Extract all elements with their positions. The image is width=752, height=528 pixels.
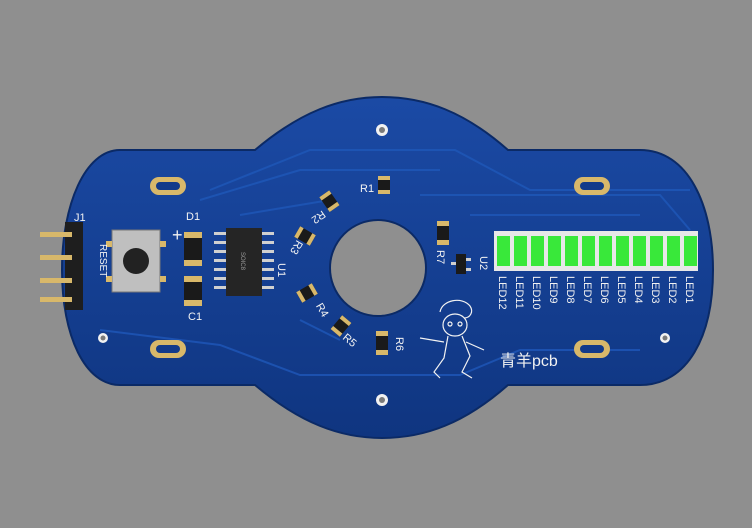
brand-text: 青羊pcb: [500, 352, 558, 370]
ic-marking: SOIC8: [239, 252, 245, 271]
label-d1: D1: [186, 211, 200, 223]
label-led11: LED11: [513, 276, 525, 309]
label-r6: R6: [393, 337, 405, 351]
regulator-u2[interactable]: U2: [451, 254, 489, 274]
capacitor-c1[interactable]: C1: [184, 276, 202, 323]
label-led12: LED12: [496, 276, 508, 310]
resistor-r6[interactable]: R6: [376, 331, 405, 355]
resistor-r4[interactable]: [296, 283, 318, 303]
led-7[interactable]: [582, 236, 595, 266]
label-led10: LED10: [530, 276, 542, 310]
label-j1: J1: [74, 212, 86, 224]
label-r1: R1: [360, 183, 374, 195]
label-led3: LED3: [649, 276, 661, 304]
led-11[interactable]: [514, 236, 527, 266]
led-1[interactable]: [684, 236, 697, 266]
label-led7: LED7: [581, 276, 593, 304]
led-3[interactable]: [650, 236, 663, 266]
label-led8: LED8: [564, 276, 576, 304]
label-c1: C1: [188, 311, 202, 323]
led-10[interactable]: [531, 236, 544, 266]
diode-d1[interactable]: D1 +: [172, 211, 202, 266]
led-9[interactable]: [548, 236, 561, 266]
led-6[interactable]: [599, 236, 612, 266]
resistor-r7[interactable]: R7: [434, 221, 449, 264]
mascot-silkscreen-icon: [419, 299, 485, 379]
plus-sign: +: [172, 225, 183, 245]
led-4[interactable]: [633, 236, 646, 266]
led-12[interactable]: [497, 236, 510, 266]
label-led5: LED5: [615, 276, 627, 304]
label-led1: LED1: [683, 276, 695, 304]
label-u1: U1: [275, 263, 287, 277]
center-hole: [329, 219, 427, 317]
led-labels: LED12 LED11 LED10 LED9 LED8 LED7 LED6 LE…: [496, 276, 695, 310]
label-r7: R7: [434, 250, 446, 264]
copper-traces: [99, 149, 691, 376]
mounting-slots: [98, 124, 670, 406]
resistor-r1[interactable]: R1: [360, 176, 390, 195]
led-row: [494, 231, 698, 271]
ic-u1[interactable]: SOIC8 U1: [214, 228, 287, 296]
label-led6: LED6: [598, 276, 610, 304]
label-led9: LED9: [547, 276, 559, 304]
resistor-r5[interactable]: [330, 315, 352, 337]
reset-button[interactable]: RESET: [97, 229, 166, 293]
resistor-r3[interactable]: [294, 226, 316, 246]
led-8[interactable]: [565, 236, 578, 266]
led-2[interactable]: [667, 236, 680, 266]
label-led2: LED2: [666, 276, 678, 304]
header-connector-j1[interactable]: J1: [40, 212, 86, 310]
resistor-r2[interactable]: [319, 190, 340, 212]
label-u2: U2: [477, 256, 489, 270]
led-5[interactable]: [616, 236, 629, 266]
label-reset: RESET: [97, 244, 108, 277]
label-led4: LED4: [632, 276, 644, 304]
